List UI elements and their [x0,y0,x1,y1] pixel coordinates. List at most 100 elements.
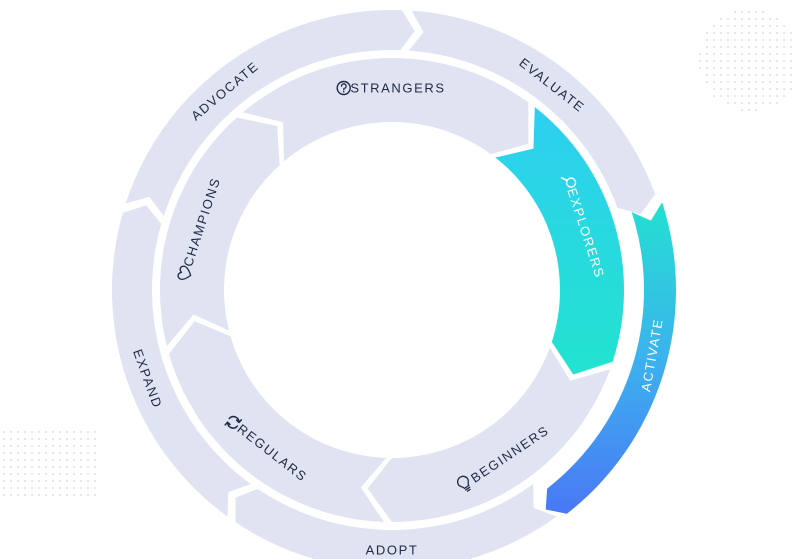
decorative-dot [783,67,785,69]
decorative-dot [45,473,47,475]
phase-segment-adopt [235,484,557,559]
decorative-dot [783,95,785,97]
decorative-dot [755,11,757,13]
decorative-dot [762,81,764,83]
decorative-dot [748,25,750,27]
decorative-dot [741,60,743,62]
decorative-dot [31,445,33,447]
decorative-dot [59,466,61,468]
decorative-dot [741,102,743,104]
decorative-dot [17,445,19,447]
decorative-dot [31,473,33,475]
decorative-dot [734,81,736,83]
decorative-dot [87,466,89,468]
decorative-dot [45,452,47,454]
decorative-dot [790,88,792,90]
decorative-dot [80,473,82,475]
decorative-dot [706,60,708,62]
decorative-dot [776,39,778,41]
decorative-dot [741,53,743,55]
decorative-dot [31,438,33,440]
decorative-dot [80,480,82,482]
decorative-dot [94,459,96,461]
decorative-dot [790,53,792,55]
decorative-dot [38,473,40,475]
decorative-dot [776,60,778,62]
decorative-dot [741,32,743,34]
decorative-dot [10,438,12,440]
decorative-dot [52,487,54,489]
decorative-dot [80,452,82,454]
decorative-dot [45,494,47,496]
decorative-dot [741,67,743,69]
decorative-dot [741,81,743,83]
decorative-dot [10,452,12,454]
decorative-dot [38,438,40,440]
decorative-dot [755,81,757,83]
decorative-dot [727,88,729,90]
decorative-dot [713,46,715,48]
decorative-dot [783,88,785,90]
decorative-dot [755,102,757,104]
decorative-dot [755,88,757,90]
decorative-dot [720,46,722,48]
decorative-dot [741,25,743,27]
decorative-dot [59,494,61,496]
decorative-dot [720,60,722,62]
decorative-dot [769,32,771,34]
phase-segment-expand [112,205,251,517]
decorative-dot [59,487,61,489]
decorative-dot [59,431,61,433]
decorative-dot [45,466,47,468]
decorative-dot [3,466,5,468]
decorative-dot [762,39,764,41]
decorative-dot [720,81,722,83]
decorative-dot [727,53,729,55]
decorative-dot [748,46,750,48]
decorative-dot [52,466,54,468]
decorative-dot [10,473,12,475]
decorative-dot [720,25,722,27]
decorative-dot [45,445,47,447]
decorative-dot [52,431,54,433]
decorative-dot [94,473,96,475]
decorative-dot [52,459,54,461]
decorative-dot [24,459,26,461]
decorative-dot [94,445,96,447]
decorative-dot [720,88,722,90]
decorative-dot [734,53,736,55]
decorative-dot [59,459,61,461]
stage-label-group-strangers: STRANGERS [336,80,444,96]
stage-segment-strangers [242,57,529,162]
decorative-dot [73,459,75,461]
question-circle-icon [336,80,351,96]
search-icon [560,176,577,188]
decorative-dot [727,67,729,69]
decorative-dot [769,81,771,83]
decorative-dot [59,473,61,475]
decorative-dot [87,473,89,475]
refresh-icon [224,415,243,429]
decorative-dot [73,438,75,440]
decorative-dot [706,74,708,76]
decorative-dot [713,25,715,27]
decorative-dot [24,452,26,454]
decorative-dot [3,452,5,454]
decorative-dot [52,445,54,447]
decorative-dot [748,95,750,97]
decorative-dot [10,480,12,482]
decorative-dot [769,53,771,55]
decorative-dot [31,452,33,454]
decorative-dot [769,39,771,41]
decorative-dot [24,494,26,496]
decorative-dot [73,466,75,468]
decorative-dot [734,102,736,104]
decorative-dot [734,39,736,41]
decorative-dot [755,39,757,41]
decorative-dot [699,60,701,62]
decorative-dot [727,81,729,83]
decorative-dot [755,46,757,48]
decorative-dot [776,46,778,48]
decorative-dot [776,53,778,55]
